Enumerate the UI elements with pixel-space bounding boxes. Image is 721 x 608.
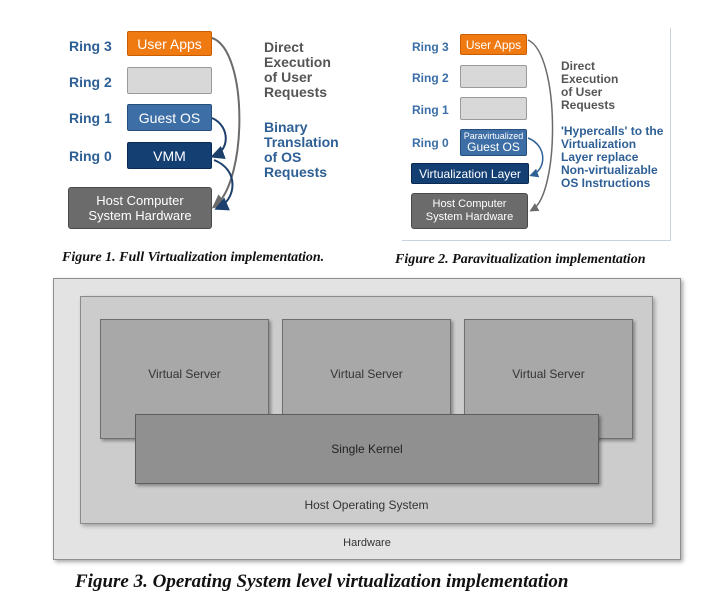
figure1-arrows xyxy=(210,37,241,211)
ring-1-label: Ring 1 xyxy=(412,103,449,117)
figure2-arrows xyxy=(527,39,554,212)
ring-1-empty-box xyxy=(460,97,527,120)
figure-2-frame xyxy=(402,28,671,241)
user-apps-box: User Apps xyxy=(460,34,527,55)
ring-3-label: Ring 3 xyxy=(69,38,112,54)
figure-1-caption: Figure 1. Full Virtualization implementa… xyxy=(62,250,325,265)
hardware-line-2: System Hardware xyxy=(88,208,192,223)
hardware-line-2: System Hardware xyxy=(425,211,514,223)
ring-2-label: Ring 2 xyxy=(412,71,449,85)
vmm-box: VMM xyxy=(127,142,212,169)
hardware-label: Hardware xyxy=(343,537,391,549)
paravirtualized-label: Paravirtualized xyxy=(463,131,524,141)
binary-translation-note: Binary Translation of OS Requests xyxy=(264,119,339,180)
hardware-line-1: Host Computer xyxy=(432,198,507,210)
single-kernel-box: Single Kernel xyxy=(135,414,599,484)
figure-2-caption: Figure 2. Paravitualization implementati… xyxy=(395,252,646,267)
guest-os-box: Guest OS xyxy=(127,104,212,131)
direct-execution-note: Direct Execution of User Requests xyxy=(264,39,331,100)
host-hardware-box: Host Computer System Hardware xyxy=(68,187,212,229)
virtualization-layer-box: Virtualization Layer xyxy=(411,163,529,184)
ring-2-empty-box xyxy=(127,67,212,94)
paravirtualized-guest-os-box: Paravirtualized Guest OS xyxy=(460,129,527,156)
figure-3-caption: Figure 3. Operating System level virtual… xyxy=(75,571,569,592)
direct-execution-note: Direct Execution of User Requests xyxy=(561,59,619,112)
host-os-label: Host Operating System xyxy=(304,498,429,512)
ring-3-label: Ring 3 xyxy=(412,40,449,54)
ring-1-label: Ring 1 xyxy=(69,110,112,126)
user-apps-box: User Apps xyxy=(127,31,212,56)
guest-os-label: Guest OS xyxy=(467,140,520,154)
ring-2-empty-box xyxy=(460,65,527,88)
ring-0-label: Ring 0 xyxy=(69,148,112,164)
host-hardware-box: Host Computer System Hardware xyxy=(411,193,528,229)
ring-2-label: Ring 2 xyxy=(69,74,112,90)
ring-0-label: Ring 0 xyxy=(412,136,449,150)
hypercalls-note: 'Hypercalls' to the Virtualization Layer… xyxy=(561,124,664,190)
hardware-line-1: Host Computer xyxy=(96,193,184,208)
